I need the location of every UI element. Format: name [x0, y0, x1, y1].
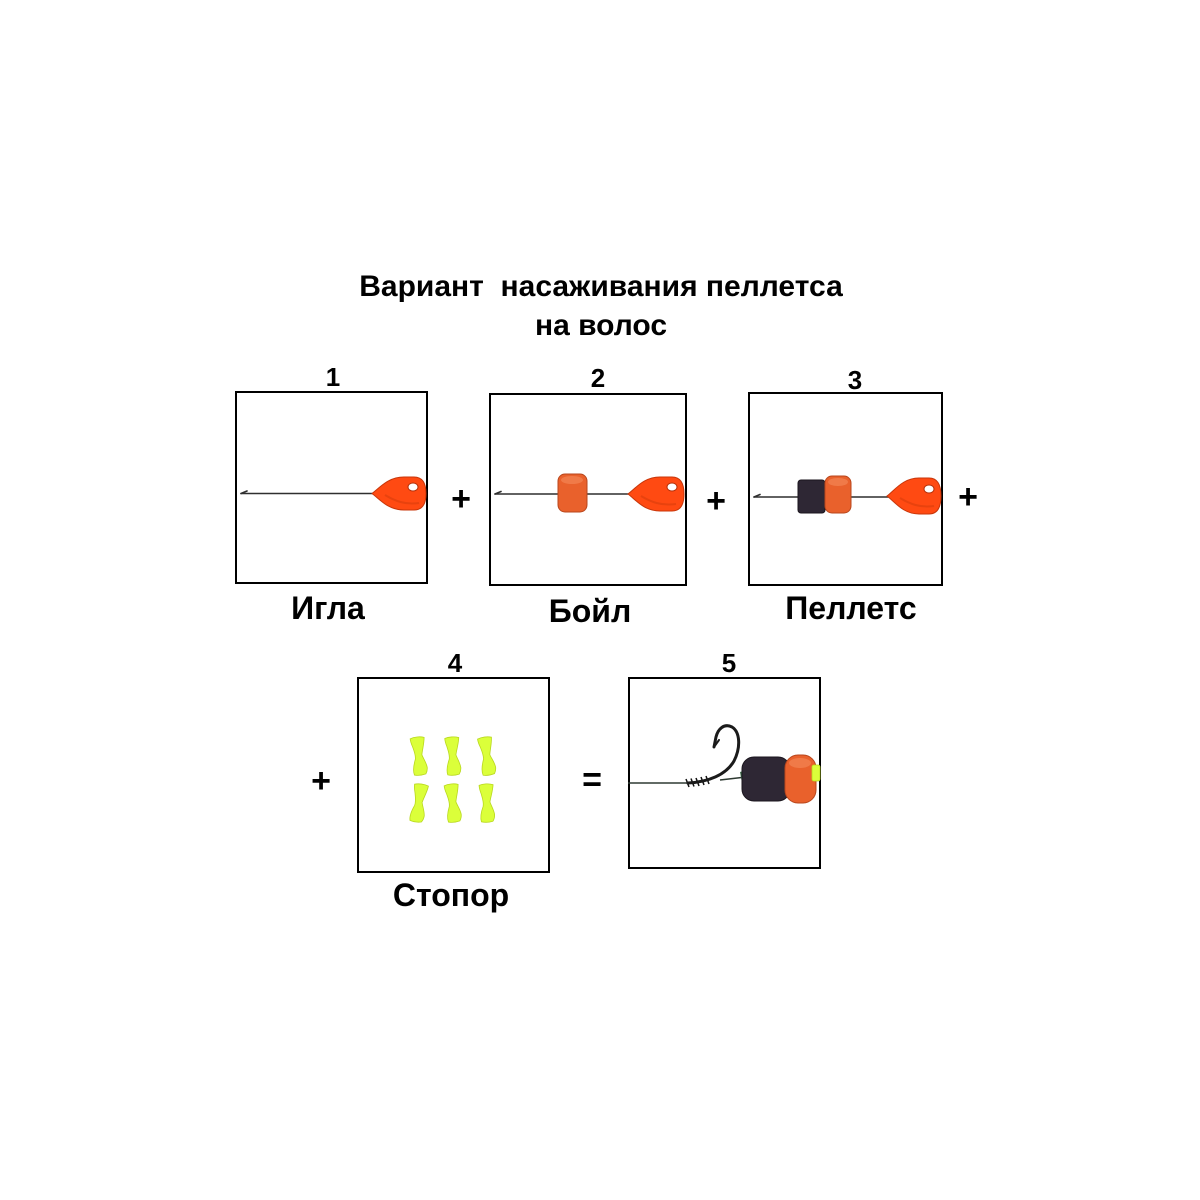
- stopper: [476, 735, 498, 777]
- step-2-frame: [489, 393, 687, 586]
- boilie: [824, 475, 852, 514]
- step-2-number: 2: [590, 363, 606, 393]
- step-3-number: 3: [847, 365, 863, 395]
- stopper: [478, 783, 496, 824]
- step-4-frame: [357, 677, 550, 873]
- stopper: [443, 782, 463, 824]
- needle-handle: [886, 477, 942, 515]
- stopper: [444, 735, 462, 777]
- step-5-number: 5: [721, 648, 737, 678]
- needle-with-pellet-and-boilie-icon: [753, 475, 942, 515]
- pellet: [797, 479, 826, 514]
- pellet: [741, 756, 791, 802]
- step-1-label: Игла: [291, 590, 365, 626]
- step-2-label: Бойл: [548, 593, 632, 629]
- plus-operator-4: +: [311, 762, 331, 800]
- needle-handle: [627, 476, 685, 512]
- boilie: [557, 473, 588, 513]
- step-3-frame: [748, 392, 943, 586]
- hook: [686, 724, 741, 785]
- boilie: [784, 754, 817, 804]
- stopper: [408, 782, 430, 824]
- step-3-label: Пеллетс: [785, 590, 917, 626]
- plus-operator-2: +: [706, 482, 726, 520]
- step-1-number: 1: [325, 362, 341, 392]
- bait-stoppers-icon: [408, 735, 498, 824]
- title-line-2: на волос: [534, 309, 668, 342]
- step-1-frame: [235, 391, 428, 584]
- equals-operator: =: [582, 761, 602, 799]
- plus-operator-1: +: [451, 480, 471, 518]
- hair-rig-with-bait-icon: [628, 724, 821, 804]
- plus-operator-3: +: [958, 478, 978, 516]
- step-4-number: 4: [447, 648, 463, 678]
- step-4-label: Стопор: [392, 877, 510, 913]
- needle-handle: [371, 476, 427, 511]
- baiting-needle-icon: [240, 476, 427, 511]
- stopper: [409, 735, 429, 777]
- stopper: [811, 764, 821, 782]
- needle-with-boilie-icon: [494, 473, 685, 513]
- title-line-1: Вариант насаживания пеллетса: [359, 270, 843, 303]
- needle-shaft: [240, 490, 378, 495]
- step-5-frame: [628, 677, 821, 869]
